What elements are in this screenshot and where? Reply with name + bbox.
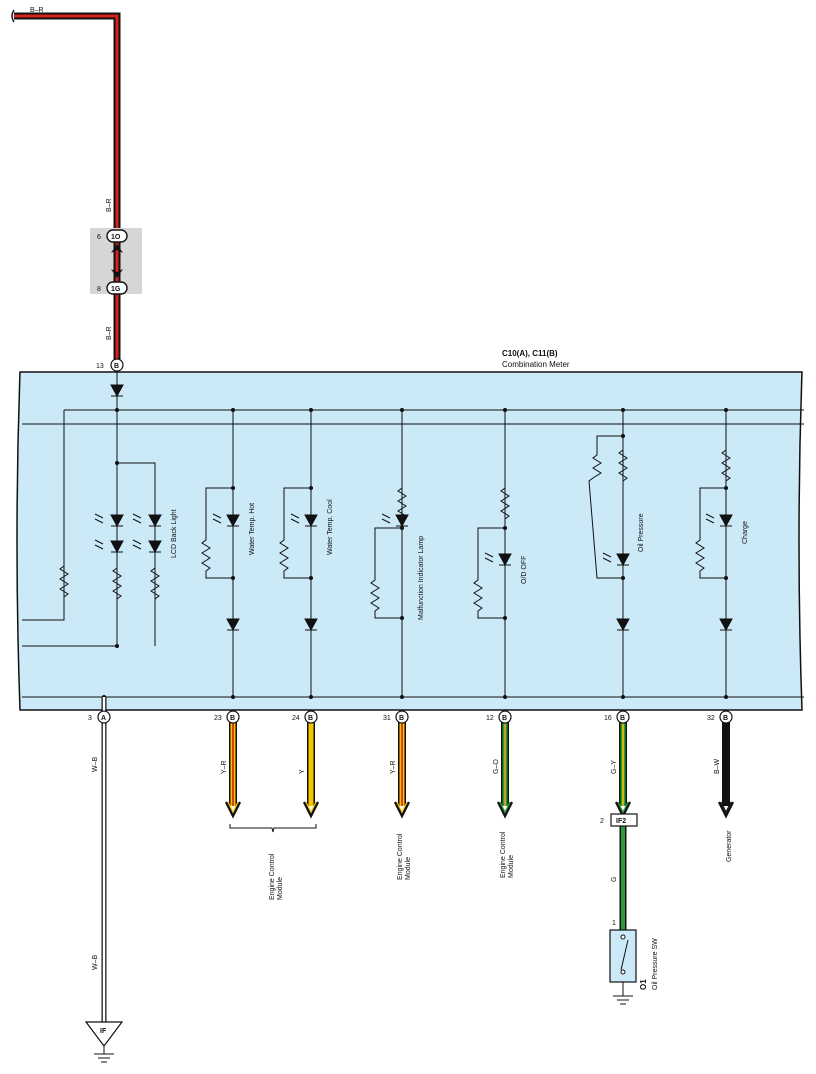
pin-letter-12: B	[502, 715, 507, 722]
pin-letter-16: B	[620, 715, 625, 722]
o1-code: O1	[639, 979, 648, 990]
pin-letter-32: B	[723, 715, 728, 722]
output-wire-23	[224, 722, 242, 819]
joint-connector	[90, 228, 142, 360]
lamp-circuits	[201, 408, 733, 699]
output-wire-32	[717, 722, 735, 819]
pin-number-24: 24	[292, 715, 300, 722]
output-pins: B 23Y–R B 24Y B 31Y–R B 12G–O B 16G–Y B 32B–W	[214, 710, 735, 819]
pin-letter-23: B	[230, 715, 235, 722]
top-feed-wire	[11, 9, 121, 360]
chevron-up-icon	[111, 244, 123, 253]
output-wire-12	[496, 722, 514, 819]
lamp-circuit-2	[279, 408, 318, 699]
pin-circle-32	[719, 710, 733, 724]
wire-label-23: Y–R	[221, 760, 228, 774]
feed-wire-label-upper: B–R	[106, 198, 113, 212]
wire-label-32: B–W	[714, 758, 721, 774]
combo-meter-codes: C10(A), C11(B)	[502, 349, 558, 358]
lamp-label-mil: Malfunction Indicator Lamp	[418, 536, 425, 620]
lamp-circuit-3	[370, 408, 409, 699]
feed-wire-label-lower: B–R	[106, 326, 113, 340]
lamp-circuit-1	[201, 408, 240, 699]
lamp-label-od-off: O/D OFF	[521, 556, 528, 584]
pin-circle-23	[226, 710, 240, 724]
oil-pressure-lower	[609, 813, 638, 1005]
joint-bottom-pin: 8	[97, 286, 101, 293]
lamp-label-lcd: LCD Back Light	[171, 509, 178, 558]
pin-number-23: 23	[214, 715, 222, 722]
oil-lower-wire-label: G	[611, 877, 618, 882]
lamp-circuit-4	[473, 408, 512, 699]
pin-letter-31: B	[399, 715, 404, 722]
combination-meter-body	[16, 371, 803, 711]
ground-connector-label: IF	[100, 1028, 107, 1035]
dest-ecm-12: Engine ControlModule	[500, 831, 515, 878]
ground-wire	[84, 697, 124, 1063]
power-pin-number: 13	[96, 363, 104, 370]
wire-break-icon	[11, 9, 15, 23]
lamp-label-water-hot: Water Temp. Hot	[249, 503, 256, 555]
ground-pin-number: 3	[88, 715, 92, 722]
wire-label-31: Y–R	[390, 760, 397, 774]
pin-circle-16	[616, 710, 630, 724]
joint-bottom-label: 1G	[111, 286, 121, 293]
ground-pin-letter: A	[101, 715, 106, 722]
o1-pin: 1	[612, 920, 616, 927]
ground-pin-circle	[97, 710, 111, 724]
pin-circle-24	[304, 710, 318, 724]
dest-ecm-shared: Engine ControlModule	[269, 853, 284, 900]
pin-number-31: 31	[383, 715, 391, 722]
dest-generator: Generator	[726, 830, 733, 862]
wire-label-24: Y	[299, 769, 306, 774]
pin-number-16: 16	[604, 715, 612, 722]
power-pin-circle	[110, 358, 124, 372]
joint-top-pin: 6	[97, 234, 101, 241]
pin-number-12: 12	[486, 715, 494, 722]
wire-label-12: G–O	[493, 759, 500, 774]
if2-label: IF2	[616, 818, 626, 825]
o1-name: Oil Pressure SW	[652, 938, 659, 990]
pin-letter-24: B	[308, 715, 313, 722]
lamp-label-water-cool: Water Temp. Cool	[327, 499, 334, 555]
output-wire-31	[393, 722, 411, 819]
top-wire-label: B–R	[30, 7, 44, 14]
lamp-label-oil: Oil Pressure	[638, 513, 645, 552]
if2-pin: 2	[600, 818, 604, 825]
chevron-down-icon	[111, 269, 123, 278]
ground-wire-label-upper: W–B	[92, 757, 99, 773]
joint-top-label: 1O	[111, 234, 121, 241]
output-wire-24	[302, 722, 320, 819]
pin-circle-31	[395, 710, 409, 724]
lcd-backlight-circuit	[94, 462, 162, 646]
power-pin-letter: B	[114, 363, 119, 370]
lamp-label-charge: Charge	[742, 521, 749, 544]
shared-dest-brace	[229, 824, 317, 833]
combo-meter-name: Combination Meter	[502, 360, 570, 369]
ground-wire-label-lower: W–B	[92, 955, 99, 971]
dest-ecm-31: Engine ControlModule	[397, 833, 412, 880]
pin-number-32: 32	[707, 715, 715, 722]
lamp-circuit-6	[695, 408, 733, 699]
output-wire-16	[614, 722, 632, 819]
lamp-circuit-5	[588, 408, 630, 699]
pin-circle-12	[498, 710, 512, 724]
wire-label-16: G–Y	[611, 760, 618, 774]
